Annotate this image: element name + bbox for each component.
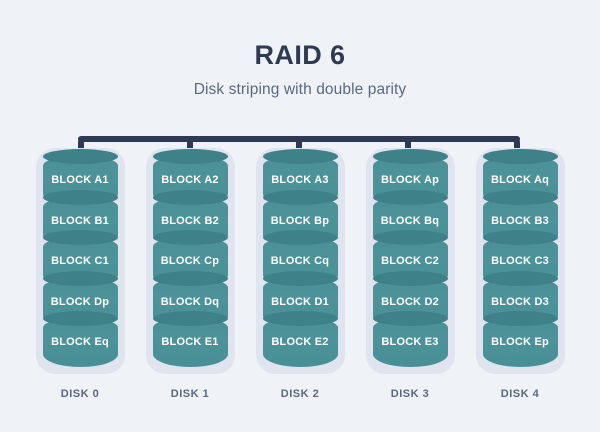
disk-block-label: BLOCK Cp bbox=[160, 255, 220, 267]
disk-label: DISK 3 bbox=[390, 388, 430, 400]
disk-block-label: BLOCK E2 bbox=[271, 336, 329, 348]
disk-casing: BLOCK Aq BLOCK B3 BLOCK C3 BLOCK D3 BLOCK Ep bbox=[475, 148, 565, 374]
page-subtitle: Disk striping with double parity bbox=[193, 81, 407, 98]
cylinder-cap bbox=[372, 311, 448, 326]
disk-block[interactable]: BLOCK E3 bbox=[372, 311, 448, 367]
diagram-header: RAID 6 Disk striping with double parity bbox=[0, 0, 600, 99]
cylinder-cap bbox=[482, 149, 558, 164]
cylinder-cap bbox=[152, 189, 228, 205]
cylinder-cap bbox=[42, 270, 118, 286]
disk-array: BLOCK A1 BLOCK B1 BLOCK C1 BLOCK Dp BLOCK Eq… bbox=[0, 148, 600, 400]
disk-block-label: BLOCK A2 bbox=[161, 174, 219, 186]
disk-block-label: BLOCK C1 bbox=[51, 255, 109, 267]
disk-block-label: BLOCK Cq bbox=[270, 255, 330, 267]
cylinder-cap bbox=[482, 270, 558, 286]
disk-casing: BLOCK Ap BLOCK Bq BLOCK C2 BLOCK D2 BLOCK E3 bbox=[365, 148, 455, 374]
block-stack: BLOCK A2 BLOCK B2 BLOCK Cp BLOCK Dq BLOCK E1 bbox=[152, 149, 228, 367]
block-stack: BLOCK Ap BLOCK Bq BLOCK C2 BLOCK D2 BLOCK E3 bbox=[372, 149, 448, 367]
disk-block-label: BLOCK D2 bbox=[381, 295, 439, 308]
disk-label: DISK 2 bbox=[280, 388, 320, 400]
disk-label: DISK 1 bbox=[170, 388, 210, 400]
disk-block-label: BLOCK Ep bbox=[491, 336, 549, 348]
cylinder-cap bbox=[262, 311, 338, 326]
disk-column[interactable]: BLOCK A3 BLOCK Bp BLOCK Cq BLOCK D1 BLOCK E2… bbox=[255, 148, 345, 400]
cylinder-cap bbox=[262, 270, 338, 286]
disk-casing: BLOCK A1 BLOCK B1 BLOCK C1 BLOCK Dp BLOCK Eq bbox=[35, 148, 125, 374]
disk-block-label: BLOCK Bp bbox=[270, 214, 330, 227]
block-stack: BLOCK A1 BLOCK B1 BLOCK C1 BLOCK Dp BLOCK Eq bbox=[42, 149, 118, 367]
disk-block-label: BLOCK B1 bbox=[51, 214, 109, 227]
disk-block-label: BLOCK Eq bbox=[51, 336, 109, 348]
disk-block-label: BLOCK Ap bbox=[380, 174, 440, 186]
block-stack: BLOCK A3 BLOCK Bp BLOCK Cq BLOCK D1 BLOCK E2 bbox=[262, 149, 338, 367]
cylinder-cap bbox=[152, 270, 228, 286]
cylinder-cap bbox=[372, 189, 448, 205]
cylinder-cap bbox=[152, 230, 228, 245]
disk-block-label: BLOCK C2 bbox=[381, 255, 439, 267]
disk-label: DISK 0 bbox=[60, 388, 100, 400]
disk-block-label: BLOCK D3 bbox=[491, 295, 549, 308]
block-stack: BLOCK Aq BLOCK B3 BLOCK C3 BLOCK D3 BLOCK Ep bbox=[482, 149, 558, 367]
cylinder-cap bbox=[372, 230, 448, 245]
cylinder-cap bbox=[482, 311, 558, 326]
disk-block-label: BLOCK A1 bbox=[51, 174, 109, 186]
cylinder-cap bbox=[42, 311, 118, 326]
cylinder-cap bbox=[482, 189, 558, 205]
disk-block-label: BLOCK Aq bbox=[490, 174, 550, 186]
cylinder-cap bbox=[42, 230, 118, 245]
disk-block-label: BLOCK B2 bbox=[161, 214, 219, 227]
cylinder-cap bbox=[42, 189, 118, 205]
cylinder-cap bbox=[152, 311, 228, 326]
disk-block-label: BLOCK Bq bbox=[380, 214, 440, 227]
disk-column[interactable]: BLOCK A2 BLOCK B2 BLOCK Cp BLOCK Dq BLOCK E1… bbox=[145, 148, 235, 400]
disk-block[interactable]: BLOCK E1 bbox=[152, 311, 228, 367]
disk-block-label: BLOCK Dq bbox=[160, 295, 220, 308]
disk-block-label: BLOCK E3 bbox=[381, 336, 439, 348]
disk-block[interactable]: BLOCK Eq bbox=[42, 311, 118, 367]
cylinder-cap bbox=[482, 230, 558, 245]
disk-block-label: BLOCK B3 bbox=[491, 214, 549, 227]
disk-block[interactable]: BLOCK Ep bbox=[482, 311, 558, 367]
disk-casing: BLOCK A3 BLOCK Bp BLOCK Cq BLOCK D1 BLOCK E2 bbox=[255, 148, 345, 374]
bus-rail bbox=[78, 136, 520, 142]
disk-column[interactable]: BLOCK A1 BLOCK B1 BLOCK C1 BLOCK Dp BLOCK Eq… bbox=[35, 148, 125, 400]
disk-block[interactable]: BLOCK E2 bbox=[262, 311, 338, 367]
cylinder-cap bbox=[262, 189, 338, 205]
disk-block-label: BLOCK Dp bbox=[50, 295, 110, 308]
page-title: RAID 6 bbox=[254, 40, 346, 70]
cylinder-cap bbox=[262, 230, 338, 245]
disk-block-label: BLOCK E1 bbox=[161, 336, 219, 348]
disk-block-label: BLOCK A3 bbox=[271, 174, 329, 186]
disk-column[interactable]: BLOCK Ap BLOCK Bq BLOCK C2 BLOCK D2 BLOCK E3… bbox=[365, 148, 455, 400]
disk-column[interactable]: BLOCK Aq BLOCK B3 BLOCK C3 BLOCK D3 BLOCK Ep… bbox=[475, 148, 565, 400]
disk-casing: BLOCK A2 BLOCK B2 BLOCK Cp BLOCK Dq BLOCK E1 bbox=[145, 148, 235, 374]
disk-block-label: BLOCK C3 bbox=[491, 255, 549, 267]
disk-label: DISK 4 bbox=[500, 388, 540, 400]
disk-block-label: BLOCK D1 bbox=[271, 295, 329, 308]
cylinder-cap bbox=[372, 270, 448, 286]
